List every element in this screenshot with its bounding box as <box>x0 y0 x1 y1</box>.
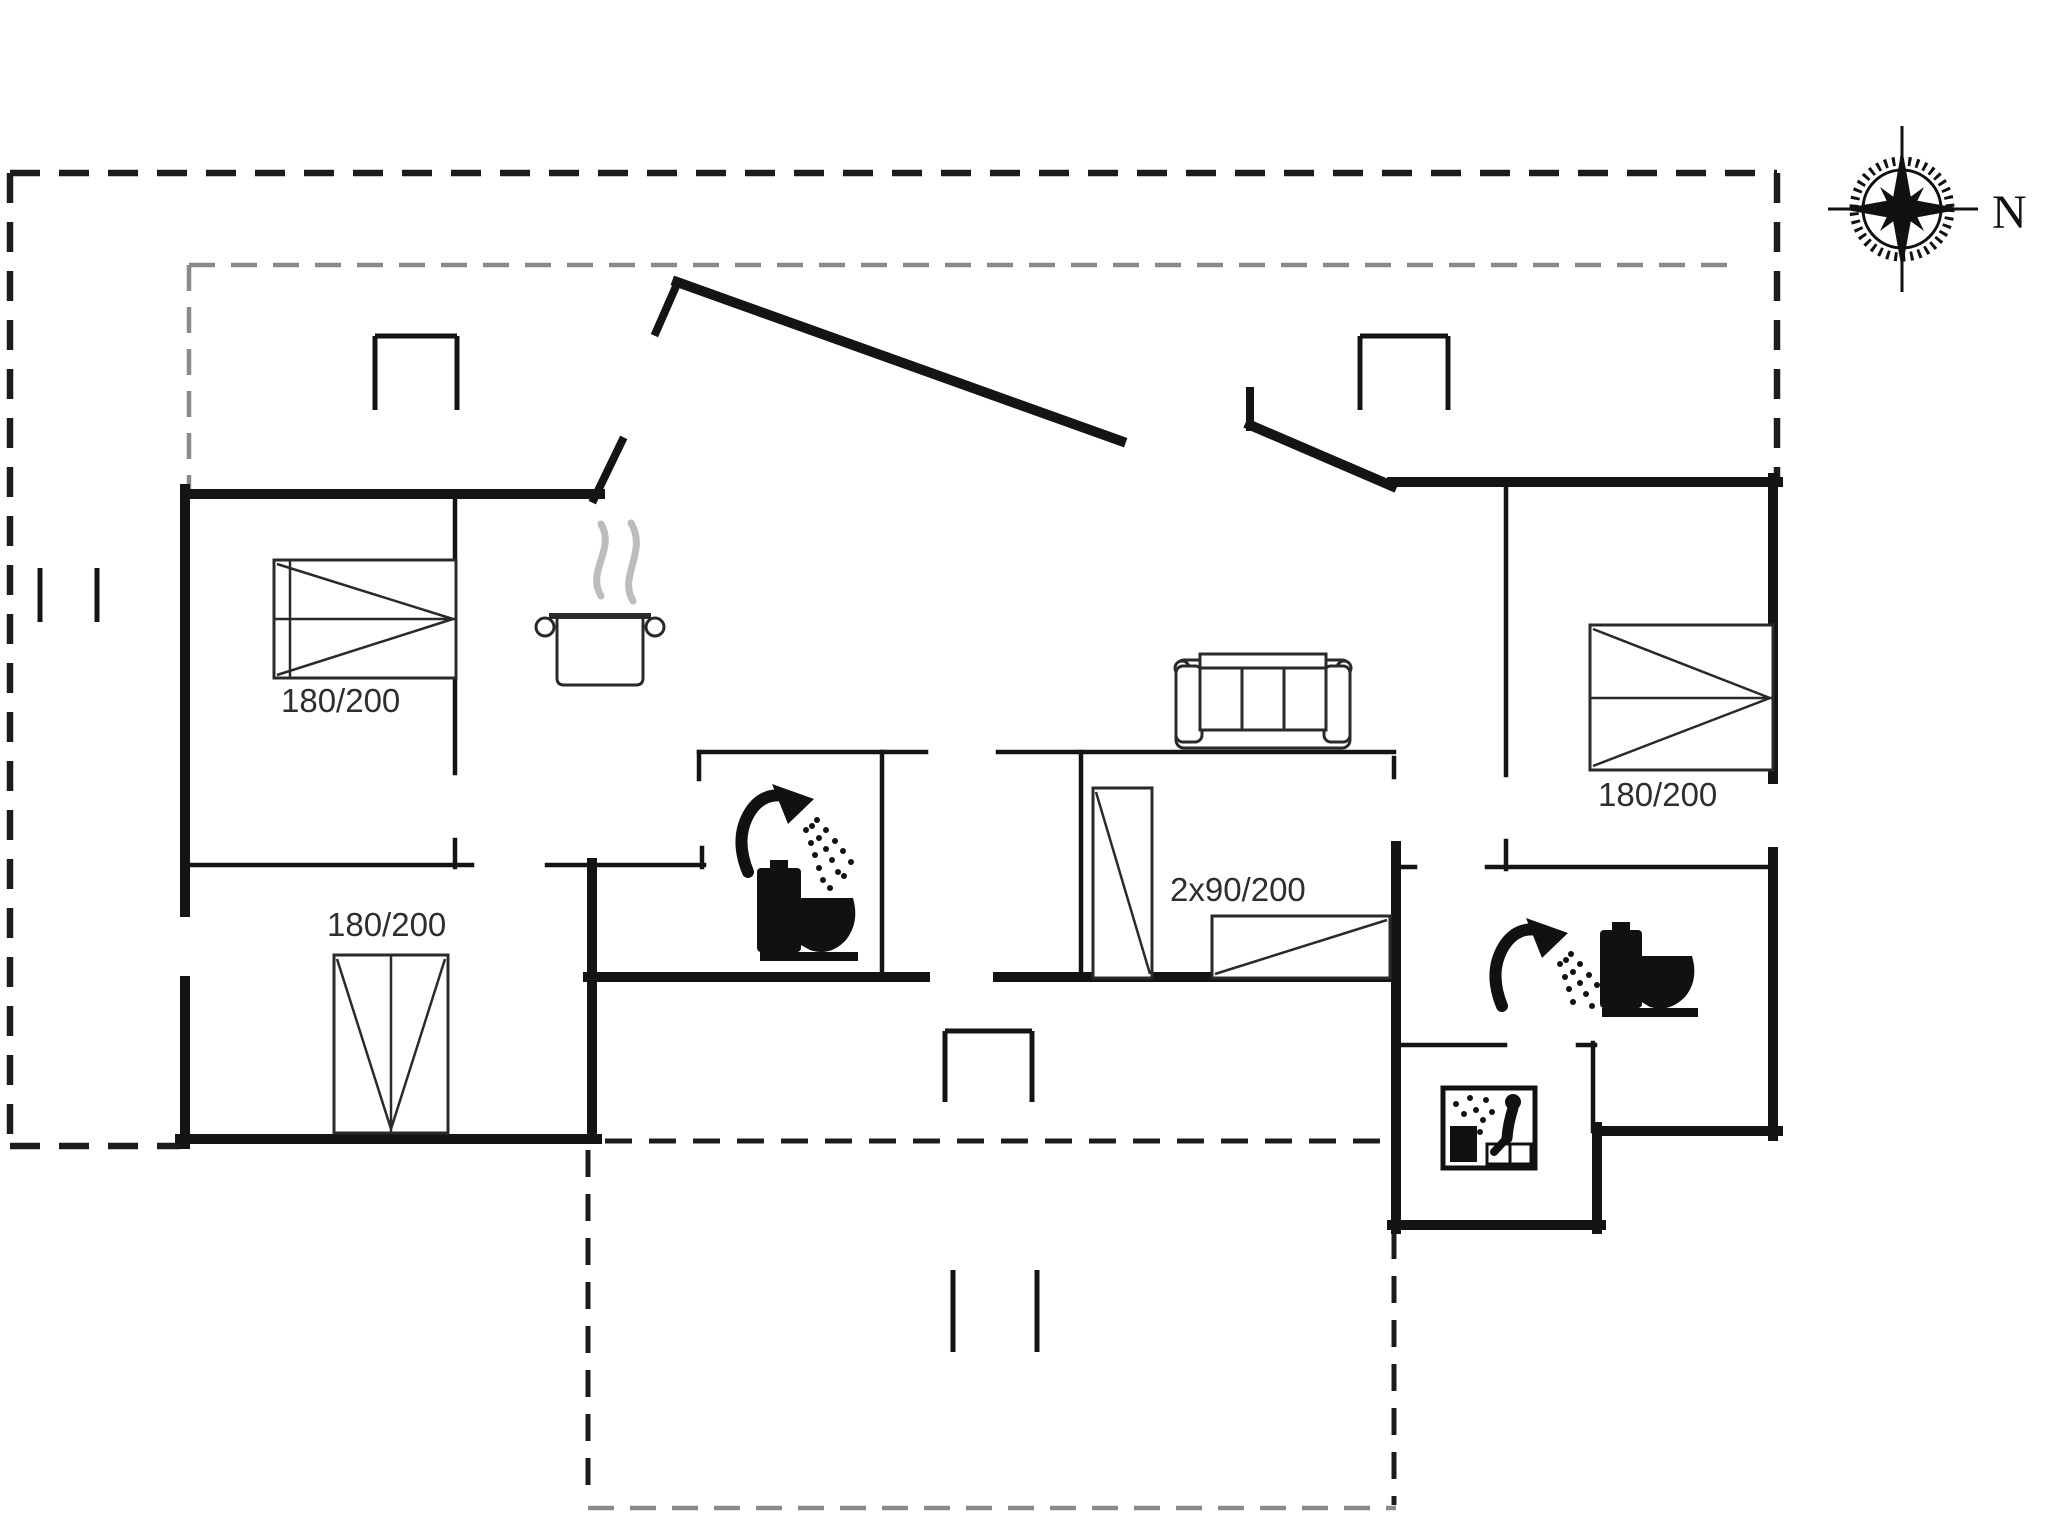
compass-rose-icon: N <box>1828 126 2027 292</box>
wardrobe-niche-icon <box>942 1028 1035 1102</box>
sauna-stove <box>1450 1126 1477 1162</box>
pot-handle <box>534 616 556 638</box>
bed-double-top-left <box>272 558 458 680</box>
wall-entrance-angled-left <box>670 275 1128 448</box>
sofa-cushion-dividers <box>1240 668 1286 730</box>
toilet-tank <box>1600 930 1642 1008</box>
wall-entrance-stub-left <box>650 278 683 338</box>
toilet-base <box>1602 1008 1698 1017</box>
bed-size-label: 180/200 <box>327 906 446 943</box>
bed-double-right <box>1588 623 1775 772</box>
shower-icon <box>1489 923 1550 1012</box>
wardrobe-niche-icon <box>372 333 460 410</box>
toilet-icon <box>1600 922 1698 1017</box>
toilet-tank-button <box>770 860 788 870</box>
pot-handle <box>644 616 666 638</box>
bed-single-vertical-middle <box>1091 786 1154 980</box>
sofa-arm <box>1174 664 1204 744</box>
bed-size-label: 2x90/200 <box>1170 871 1306 908</box>
bed-pattern <box>335 955 447 1133</box>
bed-single-horizontal-middle <box>1210 914 1392 980</box>
wardrobe-niche-icon <box>1357 333 1451 410</box>
exterior-walls <box>175 275 1783 1234</box>
sofa-back <box>1198 652 1328 670</box>
bed-size-label: 180/200 <box>281 682 400 719</box>
shower-spray <box>1557 951 1600 1009</box>
sauna-steam-dots <box>1453 1095 1495 1135</box>
compass-star-main <box>1841 148 1963 270</box>
sofa <box>1173 652 1353 750</box>
wall-top-left-angle-stub <box>588 435 628 505</box>
steam-icon <box>625 519 640 605</box>
toilet-tank-button <box>1612 922 1630 932</box>
bed-pattern <box>1590 627 1773 768</box>
sauna <box>1440 1085 1538 1171</box>
toilet-icon <box>757 860 858 961</box>
terrace-boundary-dashed <box>6 169 1781 1511</box>
shower-icon <box>735 789 796 878</box>
bed-size-label: 180/200 <box>1598 776 1717 813</box>
bathroom1-icons <box>735 784 858 961</box>
sofa-arm <box>1322 664 1352 744</box>
kitchen-hob <box>534 519 666 687</box>
toilet-bowl <box>1640 956 1695 1009</box>
steam-icon <box>593 520 609 600</box>
bed-pattern <box>1094 791 1152 975</box>
sofa-seat <box>1198 666 1328 732</box>
bed-pattern <box>1214 918 1388 976</box>
wardrobe-niches <box>372 333 1451 1102</box>
shower-head <box>772 784 814 824</box>
bed-pattern <box>274 560 456 678</box>
sauna-person <box>1485 1094 1533 1166</box>
cooking-pot-icon <box>555 614 645 687</box>
toilet-bowl <box>799 898 856 953</box>
bed-double-bottom-left <box>332 953 450 1135</box>
bathroom2-icons <box>1489 918 1698 1017</box>
toilet-base <box>760 952 858 961</box>
wall-entrance-angled-right <box>1243 418 1399 493</box>
shower-spray <box>803 817 854 891</box>
compass-north-label: N <box>1992 186 2027 239</box>
shower-head <box>1526 918 1568 958</box>
toilet-tank <box>757 868 801 952</box>
